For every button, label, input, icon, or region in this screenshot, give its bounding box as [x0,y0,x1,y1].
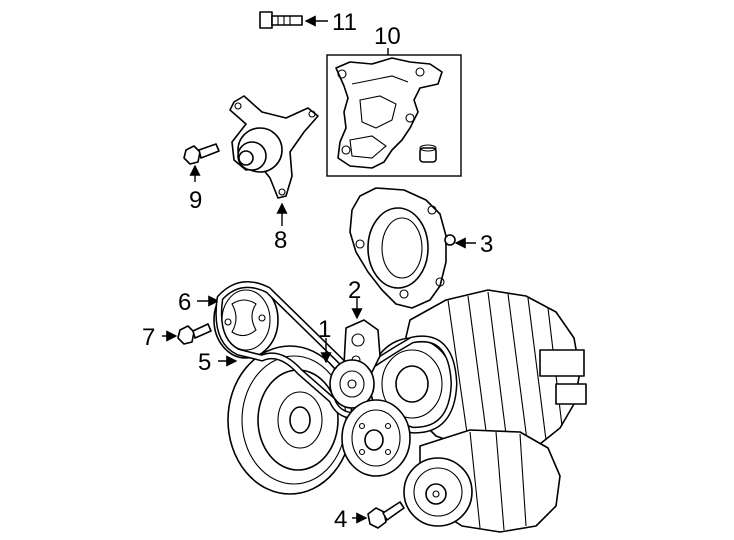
mounting-plate-3 [349,187,456,309]
callout-6: 6 [178,289,191,316]
callout-11: 11 [332,9,357,36]
callout-4: 4 [334,506,347,533]
callout-10: 10 [374,23,401,50]
lower-idler-pulley [341,399,411,477]
callout-8: 8 [274,227,287,254]
callout-7: 7 [142,324,155,351]
bushing-10 [419,144,437,163]
bolt-9 [183,143,220,165]
bolt-7 [177,323,212,345]
bolt-11 [259,11,303,29]
water-pump-8 [229,95,319,199]
callout-1: 1 [318,316,331,343]
compressor-clutch [403,457,473,527]
callout-9: 9 [189,187,202,214]
bolt-4 [367,501,405,529]
tensioner-pulley [329,359,375,409]
callout-3: 3 [480,231,493,258]
crankshaft-pulley [227,345,353,495]
callout-2: 2 [348,277,361,304]
engine-bracket-10 [335,57,443,169]
callout-5: 5 [198,349,211,376]
bracket-group-box [326,54,462,177]
